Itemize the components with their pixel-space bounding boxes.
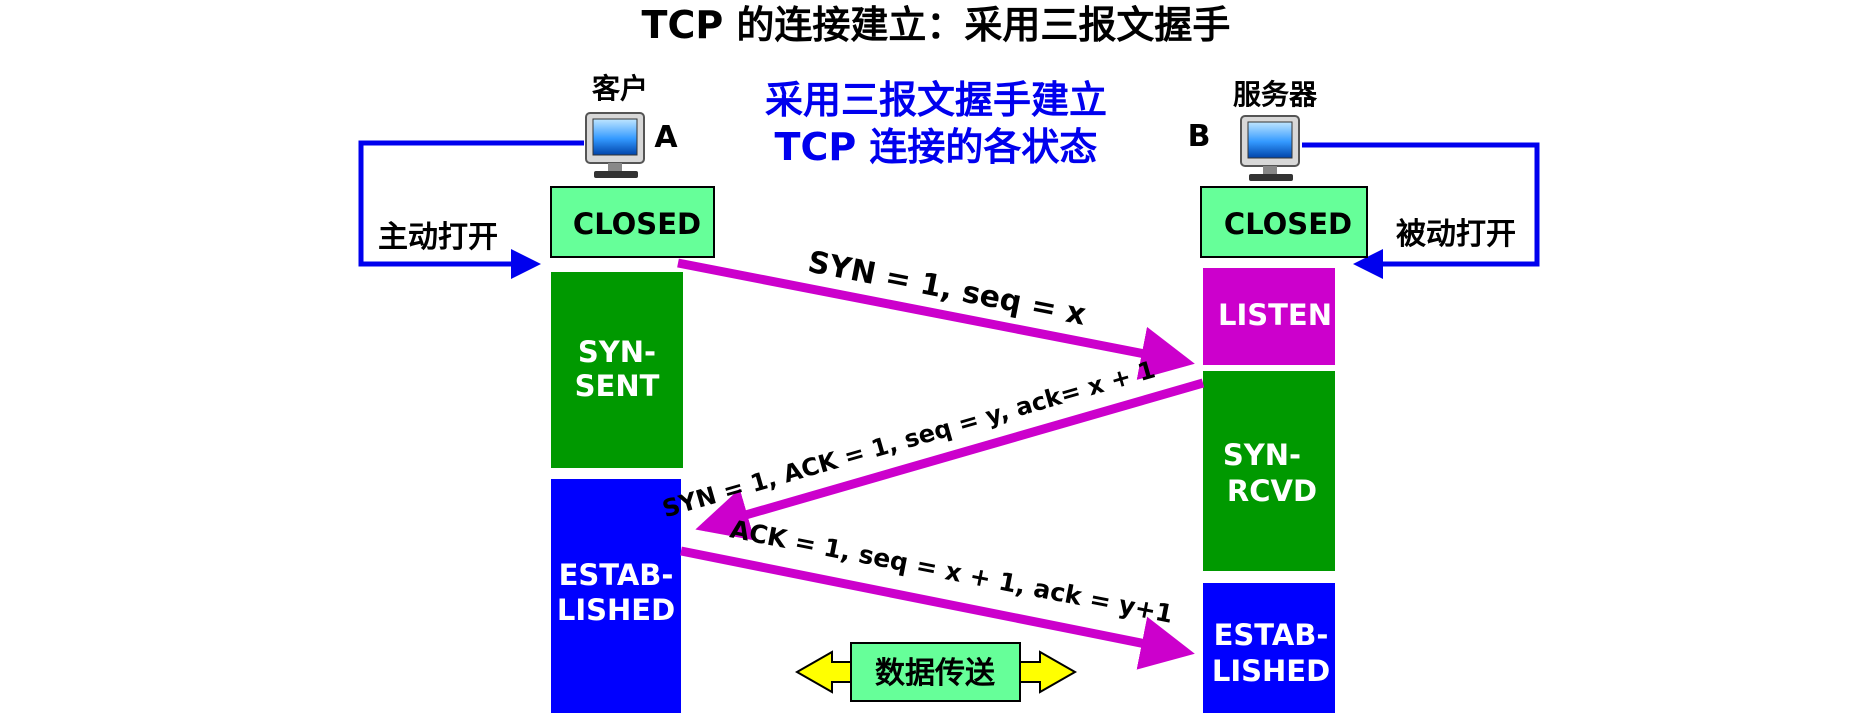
data-transfer-box: 数据传送 xyxy=(850,642,1021,702)
syn-ack-segment-arrow xyxy=(695,378,1205,541)
client-state-established: ESTAB- LISHED xyxy=(551,479,681,713)
server-state-established: ESTAB- LISHED xyxy=(1203,583,1335,713)
client-state-closed: CLOSED xyxy=(550,186,715,258)
syn-ack-segment-label: SYN = 1, ACK = 1, seq = y, ack= x + 1 xyxy=(659,355,1158,523)
active-open-line xyxy=(358,140,584,279)
client-label: 客户 xyxy=(592,72,648,105)
svg-text:LISHED: LISHED xyxy=(557,593,675,627)
client-computer-icon xyxy=(585,112,645,178)
page-title: TCP 的连接建立：采用三报文握手 xyxy=(642,3,1231,47)
server-state-listen: LISTEN xyxy=(1203,268,1335,365)
svg-text:LISTEN: LISTEN xyxy=(1218,298,1332,332)
data-transfer-label: 数据传送 xyxy=(875,656,995,691)
server-label: 服务器 xyxy=(1233,78,1318,111)
svg-text:SENT: SENT xyxy=(575,369,660,403)
svg-text:SYN-: SYN- xyxy=(578,335,656,369)
client-letter: A xyxy=(654,120,678,155)
active-open-label: 主动打开 xyxy=(378,220,498,255)
svg-text:CLOSED: CLOSED xyxy=(1224,207,1352,241)
passive-open-line xyxy=(1302,142,1540,279)
diagram-subtitle-line2: TCP 连接的各状态 xyxy=(775,125,1098,169)
server-computer-icon xyxy=(1240,115,1300,181)
server-state-closed: CLOSED xyxy=(1200,186,1368,258)
passive-open-label: 被动打开 xyxy=(1396,217,1516,252)
svg-text:LISHED: LISHED xyxy=(1212,654,1330,688)
client-state-syn-sent: SYN- SENT xyxy=(551,272,683,468)
diagram-subtitle-line1: 采用三报文握手建立 xyxy=(765,78,1107,122)
svg-text:ESTAB-: ESTAB- xyxy=(559,558,674,592)
svg-text:RCVD: RCVD xyxy=(1227,474,1317,508)
svg-text:SYN-: SYN- xyxy=(1223,438,1301,472)
server-letter: B xyxy=(1188,119,1211,154)
server-state-syn-rcvd: SYN- RCVD xyxy=(1203,371,1335,571)
svg-text:CLOSED: CLOSED xyxy=(573,207,701,241)
syn-segment-arrow xyxy=(677,258,1195,380)
svg-text:ESTAB-: ESTAB- xyxy=(1214,618,1329,652)
ack-segment-arrow xyxy=(680,546,1195,670)
